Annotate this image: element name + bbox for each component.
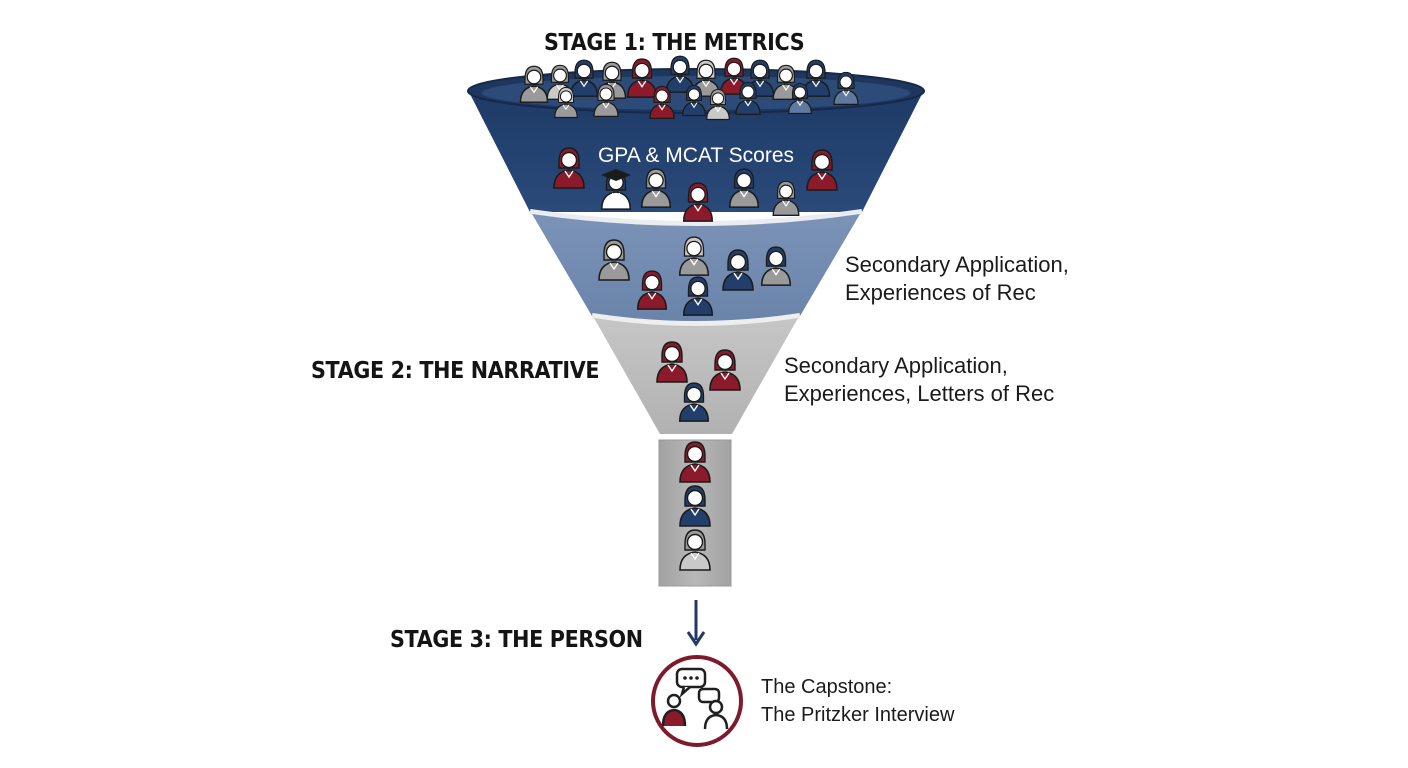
capstone-note: The Capstone: The Pritzker Interview [761, 673, 954, 729]
narrative-note: Secondary Application, Experiences, Lett… [784, 352, 1054, 408]
person-icon [656, 341, 688, 383]
person-icon [679, 441, 711, 483]
person-icon [636, 270, 668, 310]
person-icon [682, 182, 714, 222]
person-icon [679, 529, 711, 571]
person-icon [735, 81, 761, 116]
person-icon [706, 88, 730, 121]
stage-1-title: STAGE 1: THE METRICS [544, 30, 805, 56]
capstone-line-1: The Capstone: [761, 676, 893, 698]
people-icons [519, 55, 859, 571]
funnel-top-label: GPA & MCAT Scores [598, 144, 794, 167]
narrative-note-line-2: Experiences, Letters of Rec [784, 381, 1055, 406]
stage-2-title: STAGE 2: THE NARRATIVE [311, 358, 600, 384]
person-icon [801, 59, 831, 97]
person-icon [598, 239, 630, 281]
funnel-lower-band [594, 318, 798, 434]
person-icon [678, 236, 710, 276]
person-icon [640, 168, 672, 208]
person-icon [719, 57, 749, 95]
narrative-note-line-1: Secondary Application, [784, 353, 1008, 378]
person-icon [679, 485, 711, 527]
person-icon [569, 59, 599, 97]
person-icon [709, 349, 741, 391]
person-icon [760, 246, 792, 286]
person-icon [519, 65, 549, 103]
person-icon [833, 71, 859, 106]
person-icon [682, 84, 706, 117]
person-icon [772, 180, 800, 216]
person-icon [806, 149, 838, 191]
middle-note-line-2: Experiences of Rec [845, 280, 1036, 305]
down-arrow-icon [686, 600, 706, 647]
stage-3-title: STAGE 3: THE PERSON [390, 627, 643, 653]
person-icon [553, 147, 585, 189]
person-icon [728, 168, 760, 208]
middle-note-line-1: Secondary Application, [845, 252, 1069, 277]
graduate-icon [601, 169, 631, 181]
person-icon [554, 86, 578, 119]
person-icon [626, 58, 658, 98]
person-icon [722, 249, 754, 291]
person-icon [665, 55, 695, 93]
person-icon [682, 276, 714, 316]
capstone-line-2: The Pritzker Interview [761, 704, 955, 726]
interview-conversation-icon [651, 655, 743, 747]
person-icon [678, 382, 710, 422]
middle-band-note: Secondary Application, Experiences of Re… [845, 251, 1069, 307]
person-icon [593, 83, 619, 118]
person-icon [649, 85, 675, 120]
person-icon [788, 82, 812, 115]
